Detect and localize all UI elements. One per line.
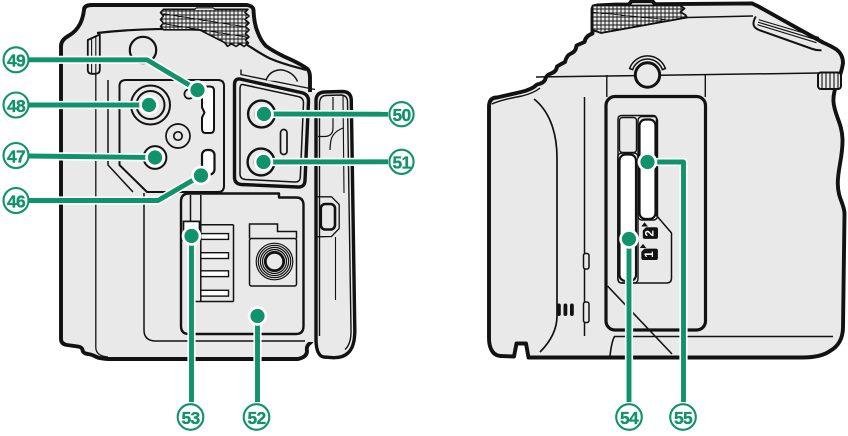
svg-text:55: 55 — [674, 408, 693, 428]
svg-text:47: 47 — [7, 146, 25, 166]
svg-text:53: 53 — [182, 408, 201, 428]
svg-text:48: 48 — [7, 96, 26, 116]
svg-text:46: 46 — [7, 191, 26, 211]
svg-text:1: 1 — [644, 251, 656, 258]
svg-text:52: 52 — [248, 408, 266, 428]
svg-text:49: 49 — [7, 51, 26, 71]
svg-text:54: 54 — [620, 408, 639, 428]
svg-text:51: 51 — [393, 153, 412, 173]
svg-text:50: 50 — [393, 105, 411, 125]
svg-text:2: 2 — [645, 230, 657, 236]
